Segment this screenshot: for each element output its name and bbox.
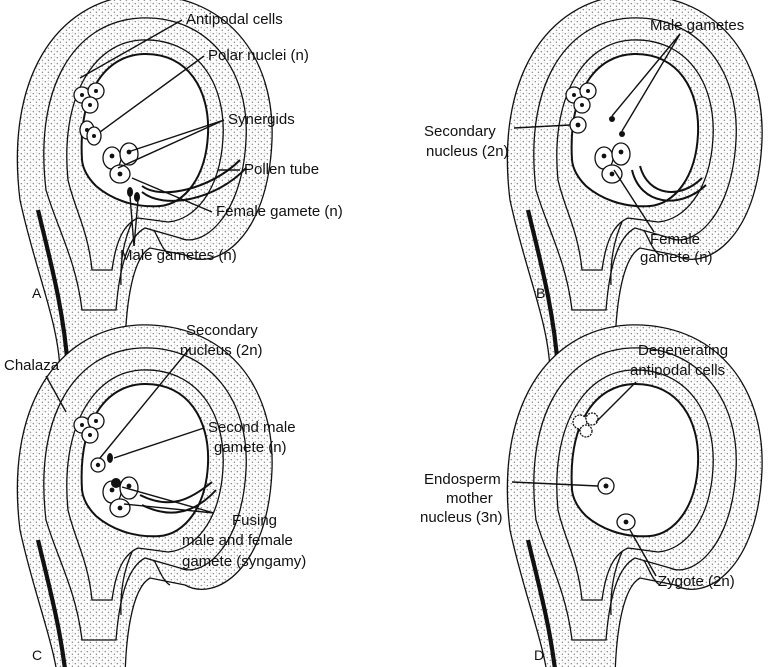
label-fusing-1: Fusing — [232, 512, 277, 529]
label-degenerating-2: antipodal cells — [630, 362, 725, 379]
label-female-gamete-b-1: Female — [650, 231, 700, 248]
label-fusing-2: male and female — [182, 532, 293, 549]
label-synergids: Synergids — [228, 111, 295, 128]
label-male-gametes-b: Male gametes — [650, 17, 744, 34]
label-second-male-gamete-1: Second male — [208, 419, 296, 436]
label-secondary-nucleus-b-2: nucleus (2n) — [426, 143, 509, 160]
label-female-gamete: Female gamete (n) — [216, 203, 343, 220]
label-second-male-gamete-2: gamete (n) — [214, 439, 287, 456]
panel-letter-c: C — [32, 647, 42, 663]
label-secondary-nucleus-c-2: nucleus (2n) — [180, 342, 263, 359]
label-zygote: Zygote (2n) — [658, 573, 735, 590]
panel-letter-b: B — [536, 285, 545, 301]
panel-letter-a: A — [32, 285, 42, 301]
label-endosperm-1: Endosperm — [424, 471, 501, 488]
panel-letter-d: D — [534, 647, 544, 663]
panel-d: Degenerating antipodal cells Endosperm m… — [420, 325, 762, 667]
label-female-gamete-b-2: gamete (n) — [640, 249, 713, 266]
panel-c: Chalaza Secondary nucleus (2n) Second ma… — [4, 322, 306, 667]
panel-a: Antipodal cells Polar nuclei (n) Synergi… — [17, 0, 342, 370]
label-chalaza: Chalaza — [4, 357, 60, 374]
label-secondary-nucleus-b-1: Secondary — [424, 123, 496, 140]
label-fusing-3: gamete (syngamy) — [182, 553, 306, 570]
label-endosperm-2: mother — [446, 490, 493, 507]
label-secondary-nucleus-c-1: Secondary — [186, 322, 258, 339]
label-male-gametes: Male gametes (n) — [120, 247, 237, 264]
label-antipodal-cells: Antipodal cells — [186, 11, 283, 28]
label-endosperm-3: nucleus (3n) — [420, 509, 503, 526]
label-degenerating-1: Degenerating — [638, 342, 728, 359]
label-polar-nuclei: Polar nuclei (n) — [208, 47, 309, 64]
panel-b: Male gametes Secondary nucleus (2n) Fema… — [424, 0, 762, 370]
label-pollen-tube: Pollen tube — [244, 161, 319, 178]
